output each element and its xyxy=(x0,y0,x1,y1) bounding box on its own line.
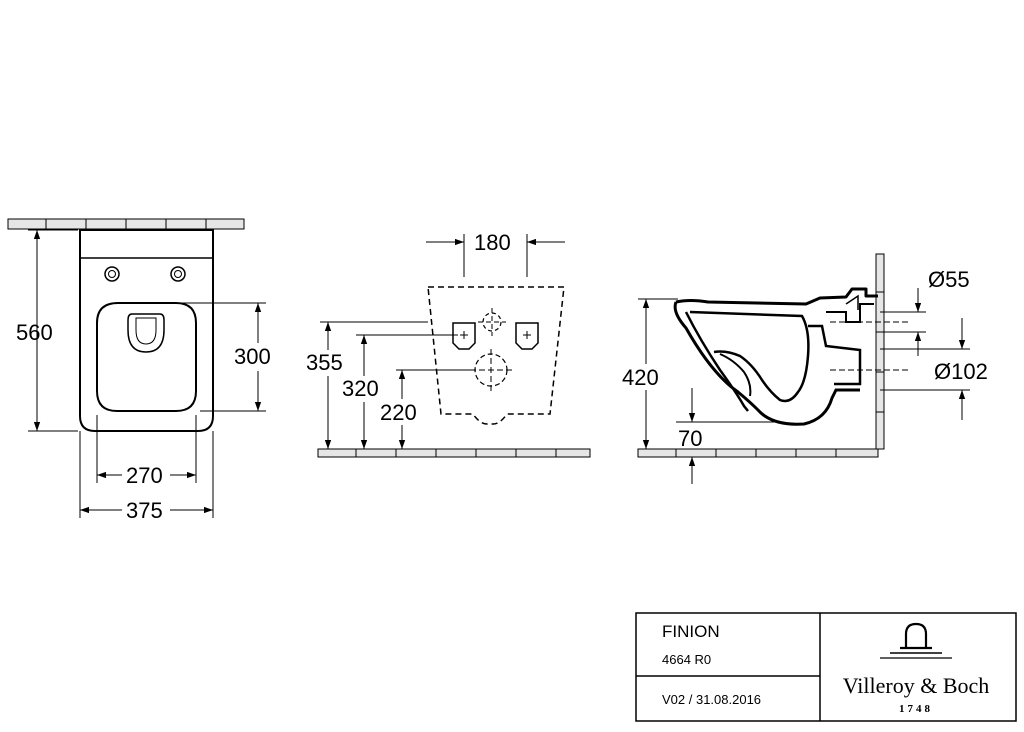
dim-label-d102: Ø102 xyxy=(934,359,988,384)
floor-strip-side xyxy=(637,448,879,458)
dim-label-420: 420 xyxy=(622,365,659,390)
dim-label-375: 375 xyxy=(126,498,163,523)
dim-label-220: 220 xyxy=(380,400,417,425)
brand-name: Villeroy & Boch xyxy=(843,673,990,698)
dim-d55 xyxy=(880,288,926,356)
bowl-opening xyxy=(96,302,197,412)
floor-strip-back xyxy=(317,448,591,458)
fixing-bolt-left xyxy=(452,322,476,350)
wall-strip xyxy=(7,218,245,230)
dim-label-355: 355 xyxy=(306,350,343,375)
dim-label-180: 180 xyxy=(474,230,511,255)
fixing-bolt-right xyxy=(515,322,539,350)
dim-label-d55: Ø55 xyxy=(928,267,970,292)
bowl-outline xyxy=(79,229,214,432)
dim-180 xyxy=(426,234,565,277)
dim-355 xyxy=(320,321,428,449)
seat-hole-right xyxy=(170,266,186,282)
product-name: FINION xyxy=(662,622,720,641)
bowl-side-profile xyxy=(675,287,878,306)
dim-label-70: 70 xyxy=(678,426,702,451)
dim-560 xyxy=(28,229,78,432)
seat-hole-left xyxy=(104,266,120,282)
title-block xyxy=(635,612,1017,722)
revision-date: V02 / 31.08.2016 xyxy=(662,692,761,707)
article-code: 4664 R0 xyxy=(662,652,711,667)
top-view xyxy=(7,218,266,518)
dim-label-300: 300 xyxy=(234,344,271,369)
dim-label-270: 270 xyxy=(126,463,163,488)
dim-70 xyxy=(676,388,780,484)
dim-label-560: 560 xyxy=(16,320,53,345)
dim-d102 xyxy=(880,318,970,420)
flush-outlet xyxy=(127,313,165,353)
dim-label-320: 320 xyxy=(342,376,379,401)
back-view xyxy=(317,234,591,458)
brand-year: 1748 xyxy=(899,703,933,715)
wall-strip-side xyxy=(875,253,885,450)
bowl-silhouette-dashed xyxy=(427,286,565,425)
faucet-arch-logo-icon xyxy=(880,622,952,659)
side-view xyxy=(637,253,970,484)
